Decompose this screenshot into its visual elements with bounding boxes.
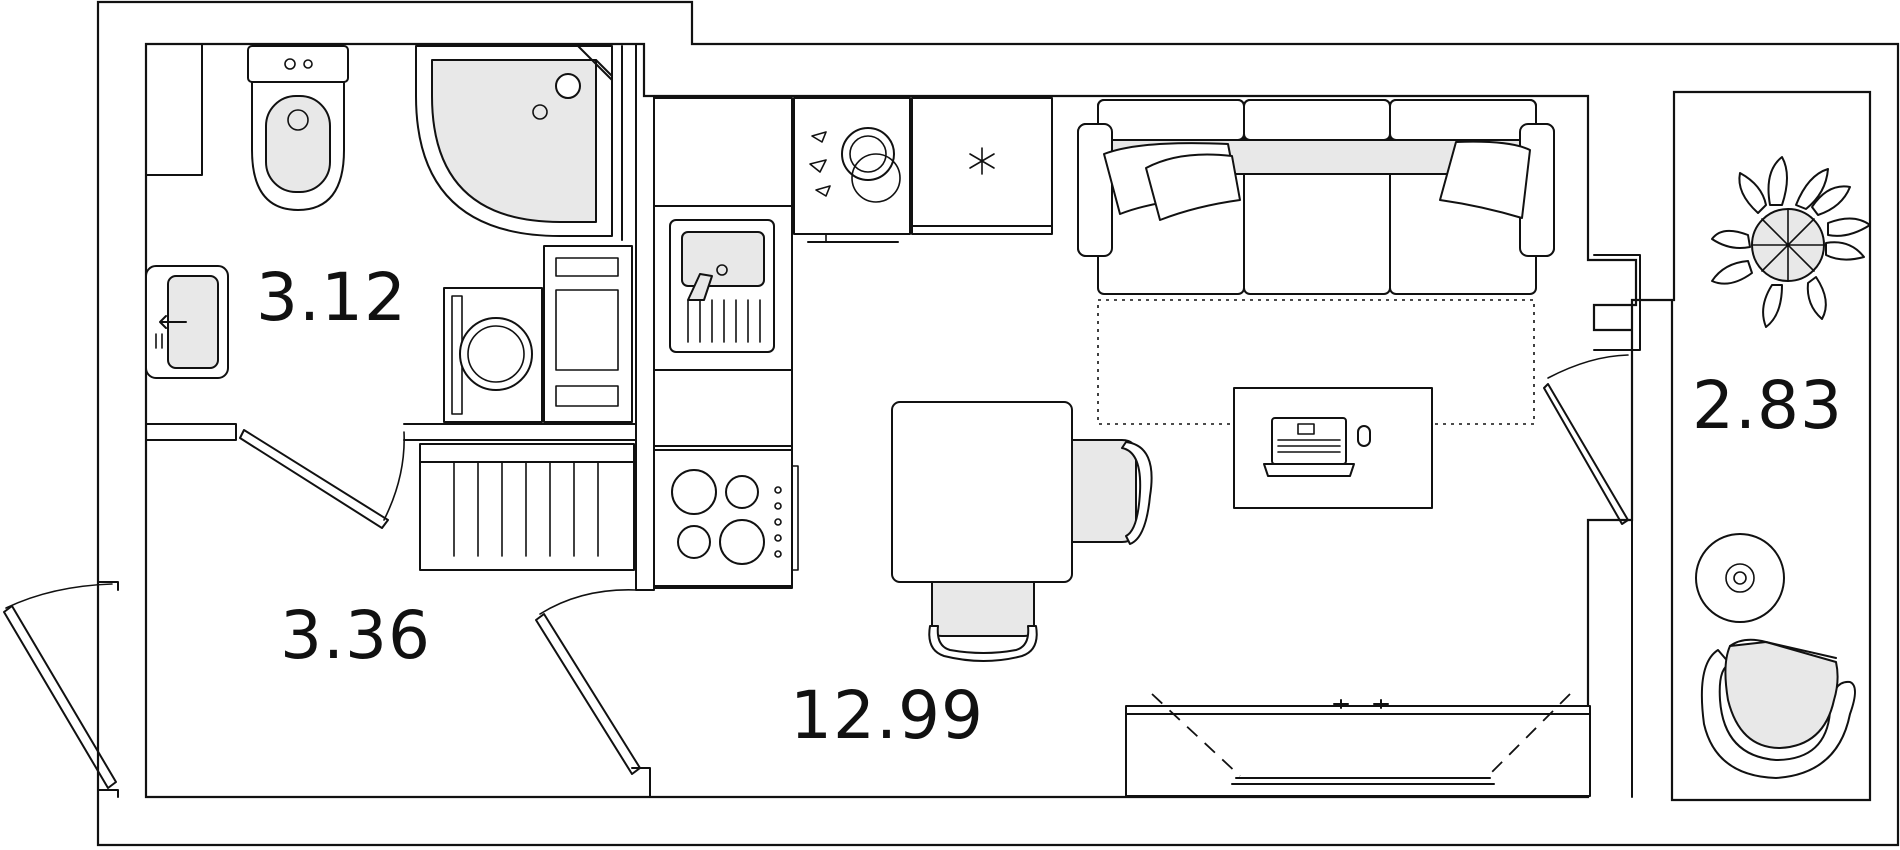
room-area-hallway: 3.36 [280, 597, 431, 674]
laptop-icon [1263, 417, 1371, 477]
fridge-icon [911, 97, 1053, 235]
shower-icon [415, 45, 623, 241]
doors [3, 354, 1629, 789]
storage-cabinet-icon [543, 245, 633, 423]
armchair-icon [1700, 638, 1856, 779]
dishwasher-icon [793, 97, 911, 243]
sofa-icon [1077, 99, 1555, 295]
room-area-living-room: 12.99 [790, 677, 984, 754]
side-table-icon [1695, 533, 1785, 623]
tv-stand-icon [1125, 693, 1591, 797]
wardrobe-icon [419, 443, 635, 571]
plant-icon [1711, 156, 1871, 328]
kitchen-sink-icon [669, 219, 775, 353]
dining-table-icon [891, 401, 1073, 583]
room-area-bathroom: 3.12 [256, 259, 407, 336]
toilet-icon [247, 45, 349, 211]
stove-icon [653, 449, 799, 587]
area-labels: 3.12 3.36 12.99 2.83 [256, 259, 1843, 754]
dining-chair-icon [928, 439, 1153, 662]
washing-machine-icon [443, 287, 543, 423]
room-area-balcony: 2.83 [1692, 367, 1843, 444]
washbasin-icon [145, 265, 229, 379]
